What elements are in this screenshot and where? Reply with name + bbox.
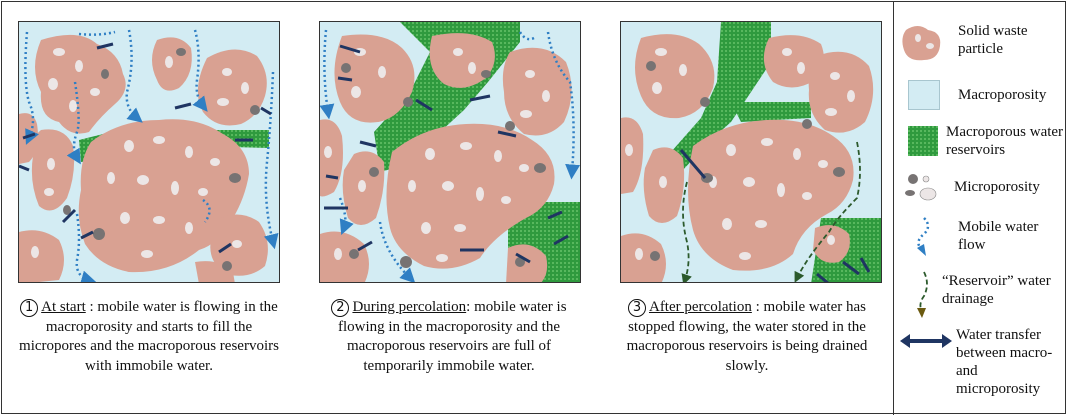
solid-particle <box>320 119 343 197</box>
water-transfer-arrows <box>19 42 272 254</box>
reservoir <box>671 22 771 172</box>
legend-macroporosity: Macroporosity <box>958 87 1047 103</box>
caption-3-text: : mobile water has stopped flowing, the … <box>626 299 868 374</box>
legend-reservoirs: Macroporous water reservoirs <box>946 124 1064 158</box>
micropores-dark <box>63 48 260 271</box>
solid-particle <box>688 119 854 271</box>
panel-2-diagram <box>320 22 580 282</box>
panel-during-percolation <box>319 21 581 283</box>
caption-2-title: During percolation <box>352 299 467 315</box>
solid-particle <box>763 35 824 88</box>
solid-particle <box>197 49 267 126</box>
panel-3-diagram <box>621 22 881 282</box>
caption-1-title: At start <box>41 299 86 315</box>
solid-particle <box>320 231 369 282</box>
solid-particle <box>502 47 572 136</box>
step-number-2: 2 <box>331 299 350 317</box>
legend-separator <box>893 1 894 415</box>
caption-1-text: : mobile water is flowing in the macropo… <box>19 299 279 374</box>
solid-particle <box>635 34 715 119</box>
legend-mobile-flow: Mobile water flow <box>958 219 1039 253</box>
solid-particle <box>78 119 249 273</box>
caption-3-title: After percolation <box>648 299 752 315</box>
panel-1-diagram <box>19 29 279 282</box>
solid-particle <box>334 34 415 123</box>
water-transfer-arrows <box>679 149 871 282</box>
solid-particle <box>31 129 75 211</box>
microporosity-icon <box>905 174 937 201</box>
legend-solid-waste: Solid waste particle <box>958 23 1028 57</box>
legend-microporosity: Microporosity <box>954 179 1040 195</box>
solid-particle <box>35 34 126 134</box>
step-number-3: 3 <box>627 299 646 317</box>
solid-particle <box>621 233 666 282</box>
micropores-dark <box>341 63 546 268</box>
solid-particle <box>808 51 874 133</box>
water-transfer-arrows <box>324 44 569 264</box>
legend-drainage: “Reservoir” water drainage <box>942 273 1051 307</box>
drainage-icon <box>917 271 928 318</box>
reservoir-swatch <box>908 126 938 156</box>
mobile-flow-icon <box>917 217 930 256</box>
micropores-light <box>324 48 550 262</box>
mobile-water-flow <box>320 29 580 282</box>
transfer-arrow-icon <box>900 334 952 348</box>
micropores-light <box>31 48 249 258</box>
solid-particle <box>19 230 64 282</box>
macroporosity-swatch <box>908 80 940 110</box>
step-number-1: 1 <box>20 299 39 317</box>
solid-particle <box>429 33 495 88</box>
mobile-water-flow <box>24 29 279 282</box>
reservoir <box>731 102 811 122</box>
legend-transfer: Water transfer between macro- and microp… <box>956 327 1053 397</box>
caption-2-text: : mobile water is flowing in the macropo… <box>337 299 567 374</box>
panel-at-start <box>18 21 280 283</box>
solid-particle-icon <box>902 26 941 61</box>
solid-particle <box>621 117 644 194</box>
panel-after-percolation <box>620 21 882 283</box>
micropores-light <box>625 48 855 260</box>
reservoir-drainage <box>681 141 861 282</box>
